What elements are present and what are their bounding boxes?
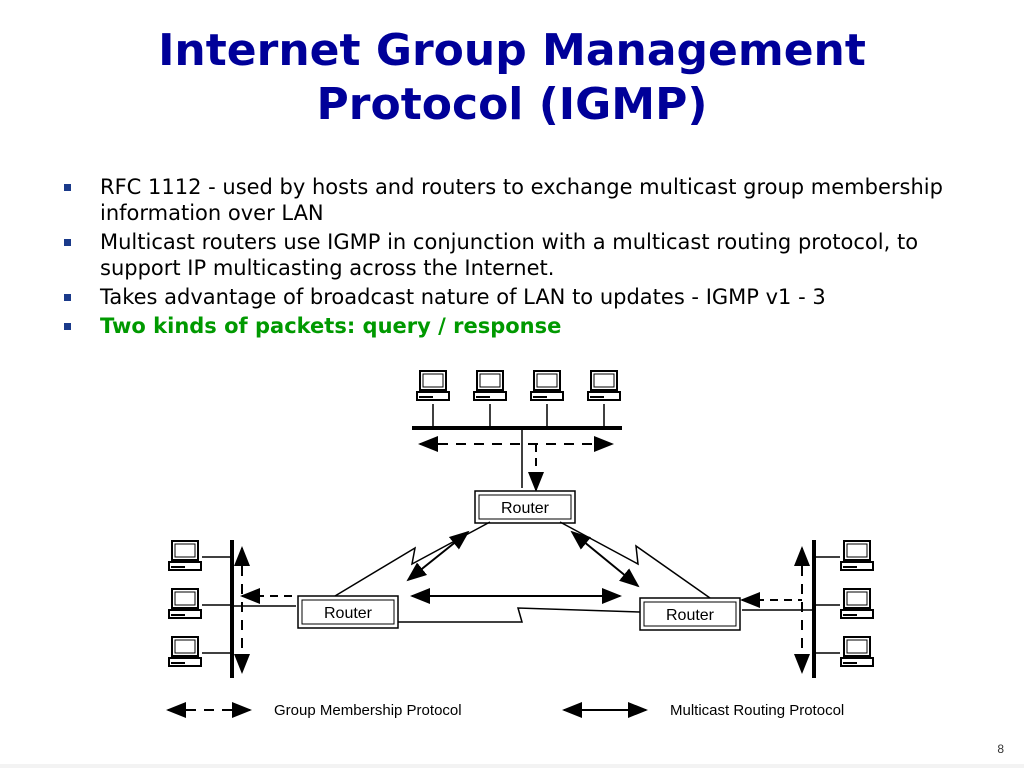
bullet-list: RFC 1112 - used by hosts and routers to … [64, 174, 984, 342]
page-number: 8 [997, 742, 1004, 756]
bullet-marker-icon [64, 239, 71, 246]
router-right: Router [639, 597, 741, 631]
bullet-text: RFC 1112 - used by hosts and routers to … [100, 175, 943, 225]
bullet-text: Takes advantage of broadcast nature of L… [100, 285, 826, 309]
bullet-marker-icon [64, 294, 71, 301]
router-left: Router [297, 595, 399, 629]
bullet-item-highlight: Two kinds of packets: query / response [64, 313, 984, 339]
computer-icon [840, 540, 874, 571]
bullet-item: RFC 1112 - used by hosts and routers to … [64, 174, 984, 226]
router-label: Router [666, 607, 715, 624]
router-label: Router [501, 500, 550, 517]
bullet-item: Takes advantage of broadcast nature of L… [64, 284, 984, 310]
legend: Group Membership Protocol Multicast Rout… [166, 702, 844, 719]
computer-icon [587, 370, 621, 401]
title-line-1: Internet Group Management [158, 25, 866, 76]
computer-icon [840, 636, 874, 667]
bullet-text: Multicast routers use IGMP in conjunctio… [100, 230, 919, 280]
mrp-arrow-top-right [570, 530, 640, 588]
footer-divider [0, 764, 1024, 768]
computer-icon [530, 370, 564, 401]
computer-icon [473, 370, 507, 401]
bullet-item: Multicast routers use IGMP in conjunctio… [64, 229, 984, 281]
top-hosts [416, 370, 621, 428]
router-label: Router [324, 605, 373, 622]
computer-icon [168, 636, 202, 667]
legend-multicast-routing: Multicast Routing Protocol [670, 702, 844, 719]
computer-icon [168, 588, 202, 619]
router-top: Router [474, 490, 576, 524]
bullet-marker-icon [64, 323, 71, 330]
mrp-arrow-left-top [406, 530, 470, 582]
wan-link-top-right [559, 521, 711, 599]
computer-icon [416, 370, 450, 401]
left-hosts [168, 540, 232, 667]
bullet-marker-icon [64, 184, 71, 191]
right-hosts [814, 540, 874, 667]
legend-group-membership: Group Membership Protocol [274, 702, 462, 719]
igmp-network-diagram: Router Router Router [166, 370, 874, 719]
wan-link-left-right [398, 607, 641, 623]
slide-title: Internet Group Management Protocol (IGMP… [0, 24, 1024, 132]
computer-icon [840, 588, 874, 619]
title-line-2: Protocol (IGMP) [316, 79, 708, 130]
bullet-text: Two kinds of packets: query / response [100, 314, 562, 338]
computer-icon [168, 540, 202, 571]
